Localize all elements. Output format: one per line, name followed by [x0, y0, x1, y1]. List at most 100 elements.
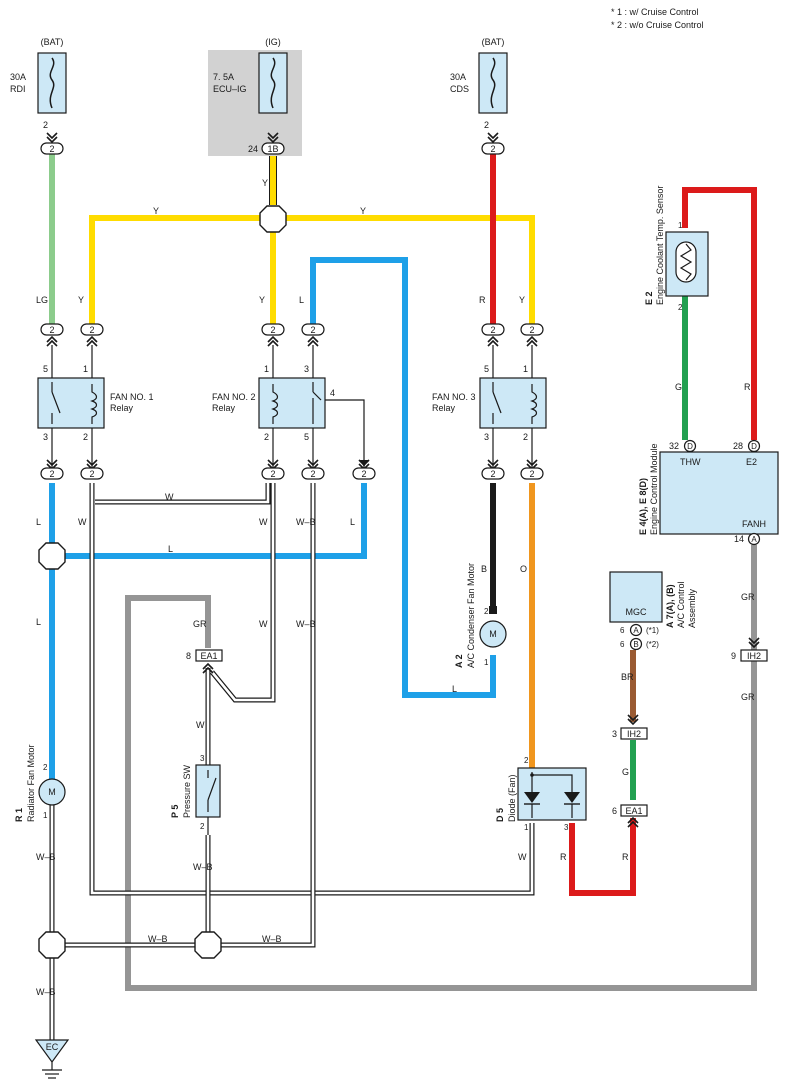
- svg-text:D: D: [751, 442, 757, 451]
- connector-fan3-5: 2: [481, 323, 505, 347]
- relay-fan1: 5 1 3 2 FAN NO. 1 Relay: [37, 345, 154, 468]
- svg-text:A: A: [633, 626, 639, 635]
- svg-text:Y: Y: [360, 206, 366, 216]
- svg-text:W: W: [165, 492, 174, 502]
- svg-text:Engine Control Module: Engine Control Module: [649, 443, 659, 535]
- svg-text:1: 1: [524, 823, 529, 832]
- svg-text:28: 28: [733, 441, 743, 451]
- fuse-rdi: (BAT) 30A RDI 2 2: [10, 37, 67, 155]
- svg-text:2: 2: [43, 120, 48, 130]
- svg-text:O: O: [520, 564, 527, 574]
- svg-text:2: 2: [529, 469, 534, 479]
- svg-text:1B: 1B: [267, 144, 278, 154]
- svg-text:W–B: W–B: [148, 934, 168, 944]
- svg-text:R: R: [622, 852, 629, 862]
- svg-text:R: R: [560, 852, 567, 862]
- svg-text:E2: E2: [746, 457, 757, 467]
- svg-text:Y: Y: [153, 206, 159, 216]
- svg-text:W–B: W–B: [193, 862, 213, 872]
- svg-text:L: L: [36, 517, 41, 527]
- svg-text:(BAT): (BAT): [41, 37, 64, 47]
- switch-p5: 3 2 P 5 Pressure SW: [170, 754, 221, 835]
- svg-text:BR: BR: [621, 672, 634, 682]
- connector-fan1-3: 2: [40, 459, 64, 480]
- svg-text:2: 2: [43, 763, 48, 772]
- wires: [49, 152, 757, 1040]
- splice-l: [38, 542, 66, 570]
- svg-text:(IG): (IG): [265, 37, 281, 47]
- svg-text:G: G: [622, 767, 629, 777]
- diode-icon: [524, 792, 540, 803]
- svg-text:LG: LG: [36, 295, 48, 305]
- connector-fan1-1: 2: [80, 323, 104, 347]
- splice-wb-left: [38, 931, 66, 959]
- svg-text:R 1: R 1: [14, 808, 24, 822]
- svg-text:Y: Y: [259, 295, 265, 305]
- svg-text:3: 3: [612, 729, 617, 739]
- svg-text:A/C Condenser Fan Motor: A/C Condenser Fan Motor: [466, 563, 476, 668]
- wire-l-h: [52, 483, 367, 559]
- svg-text:Relay: Relay: [212, 403, 236, 413]
- connector-ih2-9: IH2 9: [731, 637, 768, 662]
- svg-text:IH2: IH2: [627, 729, 641, 739]
- svg-text:GR: GR: [193, 619, 207, 629]
- wire-l-loop: [310, 257, 496, 698]
- svg-text:GR: GR: [741, 592, 755, 602]
- connector-fan2-1: 2: [261, 323, 285, 347]
- splice-wb-mid: [194, 931, 222, 959]
- connector-fan3-1: 2: [520, 323, 544, 347]
- svg-text:3: 3: [304, 364, 309, 374]
- connector-fan2-3: 2: [301, 323, 325, 347]
- svg-text:FAN NO. 2: FAN NO. 2: [212, 392, 256, 402]
- svg-text:Engine Coolant Temp. Sensor: Engine Coolant Temp. Sensor: [655, 186, 665, 305]
- connector-fan2-2: 2: [261, 459, 285, 480]
- svg-text:2: 2: [490, 325, 495, 335]
- connector-fan2-5: 2: [301, 459, 325, 480]
- svg-text:9: 9: [731, 651, 736, 661]
- svg-text:2: 2: [484, 607, 489, 616]
- svg-text:G: G: [675, 382, 682, 392]
- svg-text:FANH: FANH: [742, 519, 766, 529]
- svg-text:A 2: A 2: [454, 654, 464, 668]
- fuse-icon: [490, 57, 496, 109]
- fuse-icon: [49, 57, 55, 109]
- svg-text:2: 2: [484, 120, 489, 130]
- svg-text:W: W: [78, 517, 87, 527]
- svg-text:B: B: [633, 640, 638, 649]
- svg-text:L: L: [452, 684, 457, 694]
- relay-fan3: 5 1 3 2 FAN NO. 3 Relay: [432, 345, 547, 468]
- svg-text:5: 5: [484, 364, 489, 374]
- svg-text:B: B: [481, 564, 487, 574]
- svg-text:2: 2: [678, 303, 683, 312]
- svg-text:R: R: [744, 382, 751, 392]
- svg-text:5: 5: [43, 364, 48, 374]
- svg-text:THW: THW: [680, 457, 701, 467]
- svg-text:EA1: EA1: [625, 806, 642, 816]
- svg-text:FAN NO. 1: FAN NO. 1: [110, 392, 154, 402]
- svg-text:P 5: P 5: [170, 805, 180, 818]
- svg-text:CDS: CDS: [450, 84, 469, 94]
- svg-text:2: 2: [89, 469, 94, 479]
- svg-text:A 7(A), (B): A 7(A), (B): [665, 584, 675, 628]
- wire-gr: [125, 545, 757, 991]
- svg-text:(BAT): (BAT): [482, 37, 505, 47]
- svg-text:3: 3: [564, 823, 569, 832]
- sensor-e2: 1 2 E 2 Engine Coolant Temp. Sensor: [644, 186, 709, 312]
- svg-text:7. 5A: 7. 5A: [213, 72, 234, 82]
- svg-text:2: 2: [524, 756, 529, 765]
- splice-points: [38, 205, 287, 959]
- svg-text:RDI: RDI: [10, 84, 26, 94]
- svg-text:W–B: W–B: [36, 987, 56, 997]
- wire-r-e2: [682, 187, 757, 440]
- svg-text:W–B: W–B: [262, 934, 282, 944]
- connector-fan1-2: 2: [80, 459, 104, 480]
- svg-text:2: 2: [490, 469, 495, 479]
- svg-text:Y: Y: [262, 178, 268, 188]
- svg-text:2: 2: [49, 144, 54, 154]
- coil-icon: [90, 384, 98, 424]
- svg-text:R: R: [479, 295, 486, 305]
- note-2: * 2 : w/o Cruise Control: [611, 20, 704, 30]
- svg-text:1: 1: [523, 364, 528, 374]
- ac-control-assembly: MGC A B 6 6 (*1) (*2) A 7(A), (B) A/C Co…: [609, 571, 697, 651]
- svg-text:W: W: [259, 619, 268, 629]
